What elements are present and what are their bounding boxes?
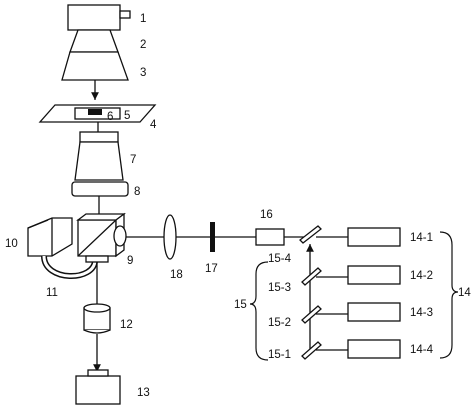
cube-diagonal bbox=[77, 219, 117, 257]
label-8: 8 bbox=[134, 186, 140, 198]
camera-body bbox=[67, 4, 121, 31]
label-15-1: 15-1 bbox=[268, 349, 291, 361]
label-2: 2 bbox=[140, 39, 146, 51]
mirror-15-4 bbox=[299, 225, 322, 244]
laser-14-4 bbox=[347, 339, 401, 359]
objective-mount bbox=[71, 181, 129, 197]
label-1: 1 bbox=[140, 13, 146, 25]
label-14-2: 14-2 bbox=[410, 270, 433, 282]
mirror-group-bracket bbox=[249, 261, 269, 361]
camera-lens-cone bbox=[61, 51, 129, 81]
label-15-2: 15-2 bbox=[268, 317, 291, 329]
label-14-3: 14-3 bbox=[410, 307, 433, 319]
laser-group-bracket bbox=[439, 231, 459, 359]
label-4: 4 bbox=[150, 119, 157, 131]
laser-14-3 bbox=[347, 302, 401, 322]
label-5: 5 bbox=[124, 110, 130, 122]
detector-port bbox=[87, 369, 109, 377]
objective bbox=[71, 131, 129, 197]
modulator bbox=[255, 228, 285, 246]
objective-barrel bbox=[74, 141, 124, 181]
mirror-15-3 bbox=[301, 267, 322, 286]
label-15-3: 15-3 bbox=[268, 282, 291, 294]
label-7: 7 bbox=[130, 154, 136, 166]
cube-side-port bbox=[113, 225, 127, 247]
label-17: 17 bbox=[205, 263, 218, 275]
camera bbox=[61, 4, 131, 81]
camera-adapter bbox=[69, 29, 119, 53]
label-11: 11 bbox=[46, 287, 58, 299]
label-12: 12 bbox=[120, 319, 133, 331]
filter bbox=[210, 222, 215, 252]
lasers bbox=[316, 227, 401, 359]
label-18: 18 bbox=[170, 269, 183, 281]
detector bbox=[75, 375, 121, 405]
label-15-4: 15-4 bbox=[268, 253, 292, 265]
label-10: 10 bbox=[5, 238, 18, 250]
label-9: 9 bbox=[127, 255, 133, 267]
label-14-1: 14-1 bbox=[410, 232, 433, 244]
laser-14-2 bbox=[347, 265, 401, 285]
camera-connector bbox=[119, 10, 131, 19]
labels: 1 2 3 4 5 6 7 8 9 10 11 12 13 14 14-1 14… bbox=[5, 13, 471, 399]
tube-lens bbox=[83, 303, 111, 334]
label-14: 14 bbox=[458, 287, 471, 299]
beam-splitter-assembly bbox=[27, 212, 127, 279]
objective-top bbox=[79, 131, 119, 143]
mirrors bbox=[299, 225, 322, 360]
sample-stage bbox=[38, 104, 157, 123]
label-13: 13 bbox=[137, 387, 150, 399]
mirror-15-2 bbox=[301, 305, 322, 324]
label-14-4: 14-4 bbox=[410, 344, 434, 356]
laser-14-1 bbox=[347, 227, 401, 247]
label-3: 3 bbox=[140, 67, 146, 79]
label-16: 16 bbox=[260, 209, 273, 221]
label-6: 6 bbox=[107, 111, 113, 123]
sample-specimen bbox=[88, 109, 102, 115]
cube-base bbox=[85, 255, 109, 263]
side-module-front bbox=[27, 217, 73, 257]
label-15: 15 bbox=[234, 299, 247, 311]
focusing-lens bbox=[163, 214, 177, 260]
mirror-15-1 bbox=[301, 341, 322, 360]
